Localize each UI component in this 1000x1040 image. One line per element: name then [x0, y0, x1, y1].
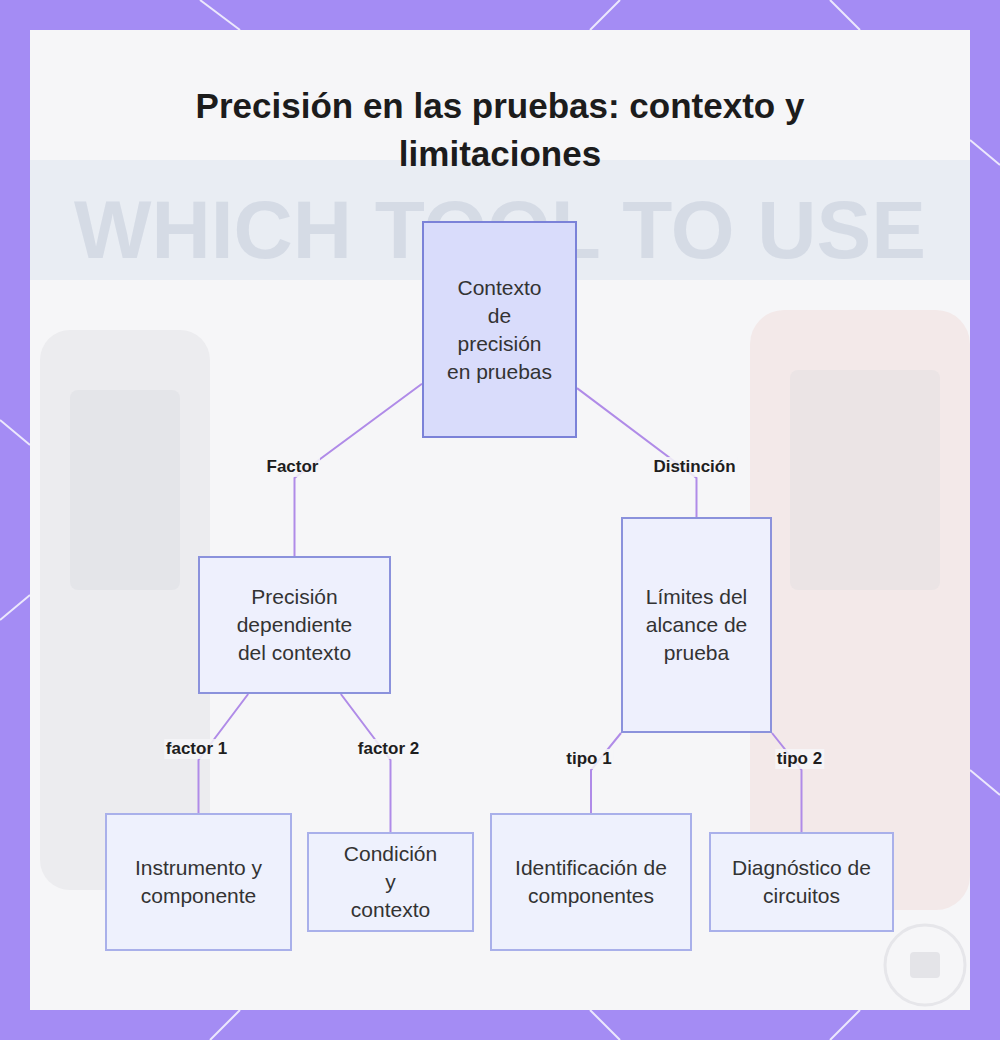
box-text: Instrumento y componente	[125, 854, 272, 910]
concept-box: Diagnóstico de circuitos	[709, 832, 894, 932]
connector-line	[591, 733, 621, 813]
concept-box: Instrumento y componente	[105, 813, 292, 951]
edge-label: Distinción	[651, 457, 737, 477]
box-text: Límites del alcance de prueba	[645, 583, 748, 667]
concept-box: Condición y contexto	[307, 832, 474, 932]
connector-line	[341, 694, 391, 832]
edge-label: factor 2	[356, 739, 421, 759]
box-text: Precisión dependiente del contexto	[230, 583, 359, 667]
concept-box: Contexto de precisión en pruebas	[422, 221, 577, 438]
concept-box: Precisión dependiente del contexto	[198, 556, 391, 694]
concept-box: Límites del alcance de prueba	[621, 517, 772, 733]
box-text: Diagnóstico de circuitos	[731, 854, 872, 910]
box-text: Identificación de componentes	[506, 854, 676, 910]
concept-box: Identificación de componentes	[490, 813, 692, 951]
edge-label: Factor	[265, 457, 321, 477]
edge-label: factor 1	[164, 739, 229, 759]
diagram-title: Precisión en las pruebas: contexto y lim…	[140, 82, 860, 178]
box-text: Condición y contexto	[344, 840, 437, 924]
edge-label: tipo 1	[564, 749, 613, 769]
connector-line	[577, 388, 697, 517]
box-text: Contexto de precisión en pruebas	[446, 274, 553, 386]
connector-line	[772, 733, 802, 832]
edge-label: tipo 2	[775, 749, 824, 769]
